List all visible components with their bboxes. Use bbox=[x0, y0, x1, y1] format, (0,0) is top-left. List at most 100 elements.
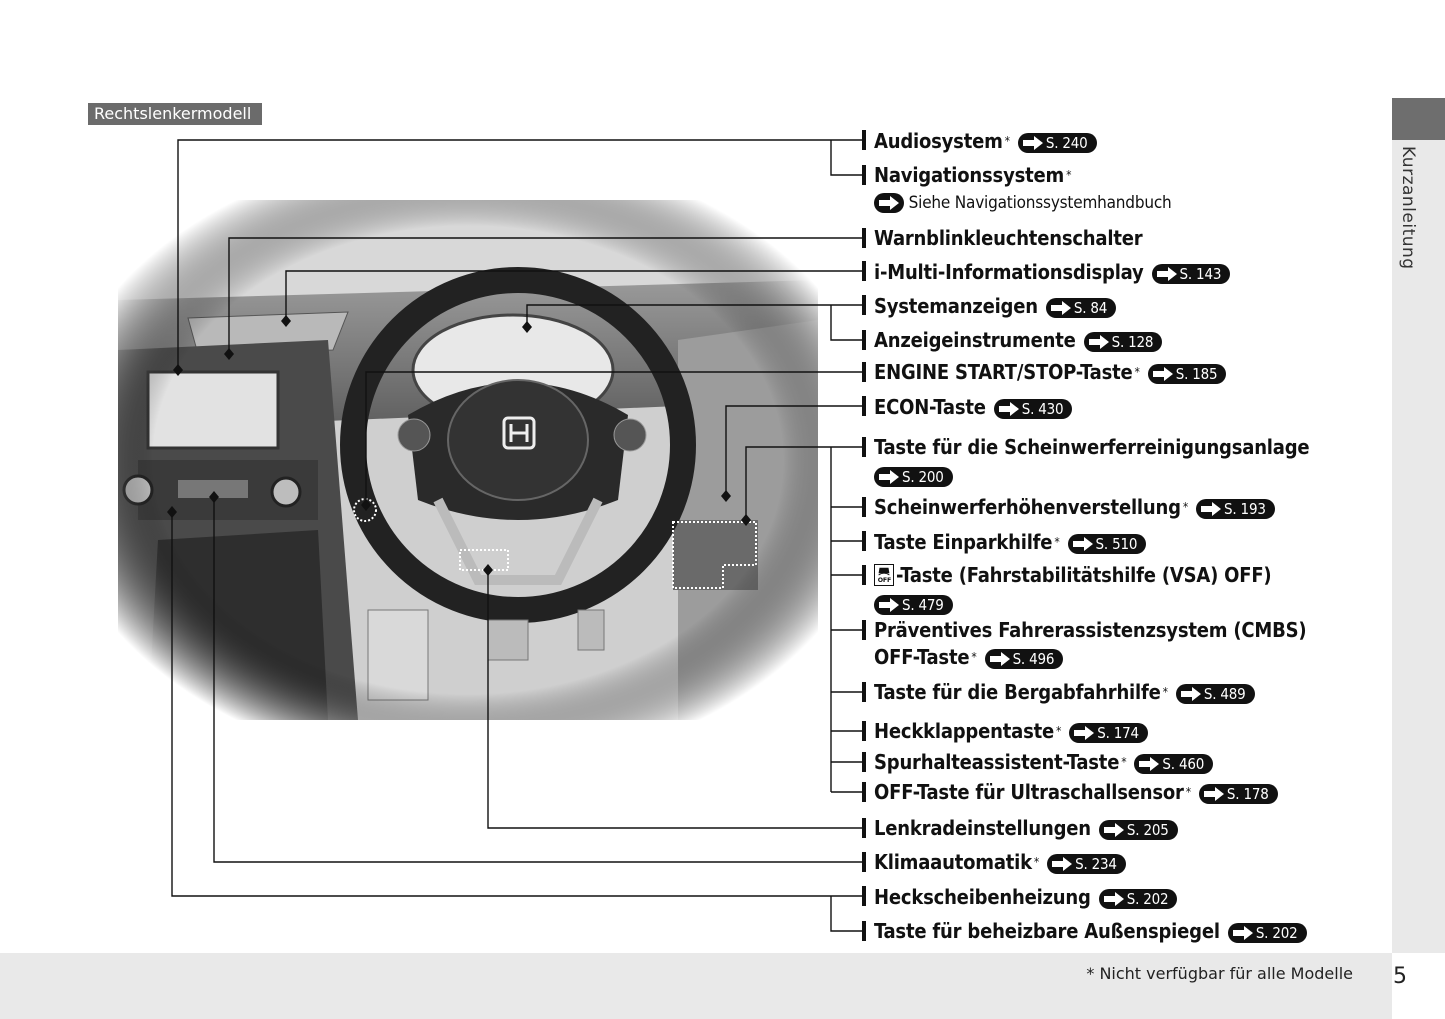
star-marker: * bbox=[971, 650, 977, 664]
page-ref-hill[interactable]: S. 489 bbox=[1175, 683, 1255, 704]
right-arrow-icon bbox=[1074, 725, 1095, 740]
star-marker: * bbox=[1185, 785, 1191, 799]
right-arrow-icon bbox=[1232, 925, 1253, 940]
ref-text: S. 202 bbox=[1255, 923, 1298, 942]
label-system-indicators: Systemanzeigen S. 84 bbox=[874, 294, 1117, 318]
right-arrow-icon bbox=[879, 196, 899, 210]
ref-text: S. 193 bbox=[1224, 499, 1266, 518]
right-arrow-icon bbox=[1103, 891, 1124, 906]
ref-text: S. 234 bbox=[1075, 854, 1117, 873]
label-text: ENGINE START/STOP-Taste bbox=[874, 360, 1133, 384]
page-ref-imid[interactable]: S. 143 bbox=[1151, 263, 1231, 284]
ref-text: S. 174 bbox=[1097, 723, 1139, 742]
label-climate: Klimaautomatik* S. 234 bbox=[874, 851, 1126, 874]
right-arrow-icon bbox=[1052, 856, 1073, 871]
label-text: Scheinwerferhöhenverstellung bbox=[874, 495, 1181, 519]
label-audio: Audiosystem*S. 240 bbox=[874, 130, 1097, 153]
ref-text: S. 496 bbox=[1012, 649, 1055, 668]
star-marker: * bbox=[1056, 724, 1062, 738]
svg-text:OFF: OFF bbox=[878, 577, 891, 584]
side-tab[interactable] bbox=[1392, 140, 1445, 953]
ref-text: S. 200 bbox=[902, 467, 944, 486]
label-text: Taste Einparkhilfe bbox=[874, 530, 1053, 554]
label-text: Anzeigeinstrumente bbox=[874, 328, 1076, 352]
right-arrow-icon bbox=[989, 651, 1010, 666]
page-ref-leveling[interactable]: S. 193 bbox=[1196, 498, 1275, 519]
page-ref-cmbs[interactable]: S. 496 bbox=[984, 648, 1064, 669]
right-arrow-icon bbox=[1022, 135, 1043, 150]
page-ref-gauges[interactable]: S. 128 bbox=[1083, 331, 1163, 352]
page-ref-climate[interactable]: S. 234 bbox=[1047, 853, 1126, 874]
ref-text: S. 489 bbox=[1203, 684, 1246, 703]
footer-band bbox=[0, 953, 1392, 1019]
star-marker: * bbox=[1033, 855, 1040, 869]
label-cmbs-off: OFF-Taste* S. 496 bbox=[874, 645, 1064, 669]
page-ref-system[interactable]: S. 84 bbox=[1045, 297, 1117, 318]
label-parking-sensor: Taste Einparkhilfe* S. 510 bbox=[874, 530, 1147, 554]
label-headlight-washer: Taste für die Scheinwerferreinigungsanla… bbox=[874, 435, 1310, 459]
label-mirror-heater: Taste für beheizbare Außenspiegel S. 202 bbox=[874, 920, 1307, 943]
label-headlight-leveling: Scheinwerferhöhenverstellung* S. 193 bbox=[874, 496, 1275, 519]
ref-text: S. 240 bbox=[1045, 133, 1088, 152]
right-arrow-icon bbox=[998, 401, 1019, 416]
label-tailgate: Heckklappentaste*S. 174 bbox=[874, 720, 1148, 743]
label-engine-start: ENGINE START/STOP-Taste*S. 185 bbox=[874, 360, 1227, 384]
label-text: Audiosystem bbox=[874, 129, 1003, 153]
page-ref-engine[interactable]: S. 185 bbox=[1147, 363, 1227, 384]
page-number: 5 bbox=[1393, 964, 1407, 989]
label-text: Lenkradeinstellungen bbox=[874, 816, 1091, 840]
ref-text: S. 510 bbox=[1095, 534, 1138, 553]
label-text: Systemanzeigen bbox=[874, 294, 1038, 318]
label-ultrasonic-off: OFF-Taste für Ultraschallsensor*S. 178 bbox=[874, 781, 1278, 804]
footer-corner bbox=[1392, 953, 1445, 1019]
label-text: Taste für beheizbare Außenspiegel bbox=[874, 919, 1220, 943]
page-ref-audio[interactable]: S. 240 bbox=[1017, 132, 1097, 153]
page-ref-mirror[interactable]: S. 202 bbox=[1227, 922, 1307, 943]
ref-text: S. 479 bbox=[902, 595, 944, 614]
label-text: Navigationssystem bbox=[874, 163, 1065, 187]
label-text: Taste für die Bergabfahrhilfe bbox=[874, 680, 1161, 704]
label-text: OFF-Taste bbox=[874, 645, 970, 669]
ref-text: S. 128 bbox=[1111, 332, 1154, 351]
label-text: Spurhalteassistent-Taste bbox=[874, 750, 1120, 774]
label-text: -Taste (Fahrstabilitätshilfe (VSA) OFF) bbox=[896, 563, 1272, 587]
side-tab-marker bbox=[1392, 98, 1445, 140]
star-marker: * bbox=[1162, 685, 1168, 699]
page-ref-ultrasonic[interactable]: S. 178 bbox=[1198, 783, 1278, 804]
dashboard-illustration bbox=[118, 200, 818, 720]
star-marker: * bbox=[1054, 535, 1060, 549]
right-arrow-icon bbox=[1203, 786, 1224, 801]
label-gauges: Anzeigeinstrumente S. 128 bbox=[874, 328, 1163, 352]
label-headlight-washer-ref: S. 200 bbox=[874, 464, 953, 487]
page-ref-econ[interactable]: S. 430 bbox=[993, 398, 1073, 419]
page-ref-parking[interactable]: S. 510 bbox=[1067, 533, 1147, 554]
label-text: Taste für die Scheinwerferreinigungsanla… bbox=[874, 435, 1310, 459]
page-ref-tailgate[interactable]: S. 174 bbox=[1069, 722, 1148, 743]
label-imid: i-Multi-Informationsdisplay S. 143 bbox=[874, 260, 1231, 284]
label-econ: ECON-Taste S. 430 bbox=[874, 395, 1073, 419]
page-ref-defrost[interactable]: S. 202 bbox=[1098, 888, 1178, 909]
ref-text: S. 84 bbox=[1073, 298, 1108, 317]
star-marker: * bbox=[1182, 500, 1189, 514]
label-vsa-off-ref: S. 479 bbox=[874, 592, 953, 615]
right-arrow-icon bbox=[1088, 334, 1109, 349]
page-ref-vsa[interactable]: S. 479 bbox=[874, 594, 953, 615]
ref-text: S. 460 bbox=[1162, 754, 1205, 773]
footnote: * Nicht verfügbar für alle Modelle bbox=[1086, 964, 1353, 983]
label-text: i-Multi-Informationsdisplay bbox=[874, 260, 1144, 284]
label-text: Klimaautomatik bbox=[874, 850, 1032, 874]
label-hazard: Warnblinkleuchtenschalter bbox=[874, 227, 1143, 249]
label-navi-manual: Siehe Navigationssystemhandbuch bbox=[874, 192, 1172, 214]
vsa-off-icon: OFF bbox=[874, 563, 894, 586]
page-ref-navi[interactable] bbox=[874, 193, 904, 213]
right-arrow-icon bbox=[1156, 266, 1177, 281]
label-text: Heckscheibenheizung bbox=[874, 885, 1091, 909]
right-arrow-icon bbox=[1201, 501, 1222, 516]
ref-text: S. 430 bbox=[1021, 399, 1064, 418]
page-ref-steering[interactable]: S. 205 bbox=[1098, 819, 1178, 840]
label-text: ECON-Taste bbox=[874, 395, 986, 419]
ref-text: S. 205 bbox=[1126, 820, 1169, 839]
page-ref-washer[interactable]: S. 200 bbox=[874, 466, 953, 487]
right-arrow-icon bbox=[1139, 756, 1160, 771]
page-ref-lane[interactable]: S. 460 bbox=[1134, 753, 1214, 774]
